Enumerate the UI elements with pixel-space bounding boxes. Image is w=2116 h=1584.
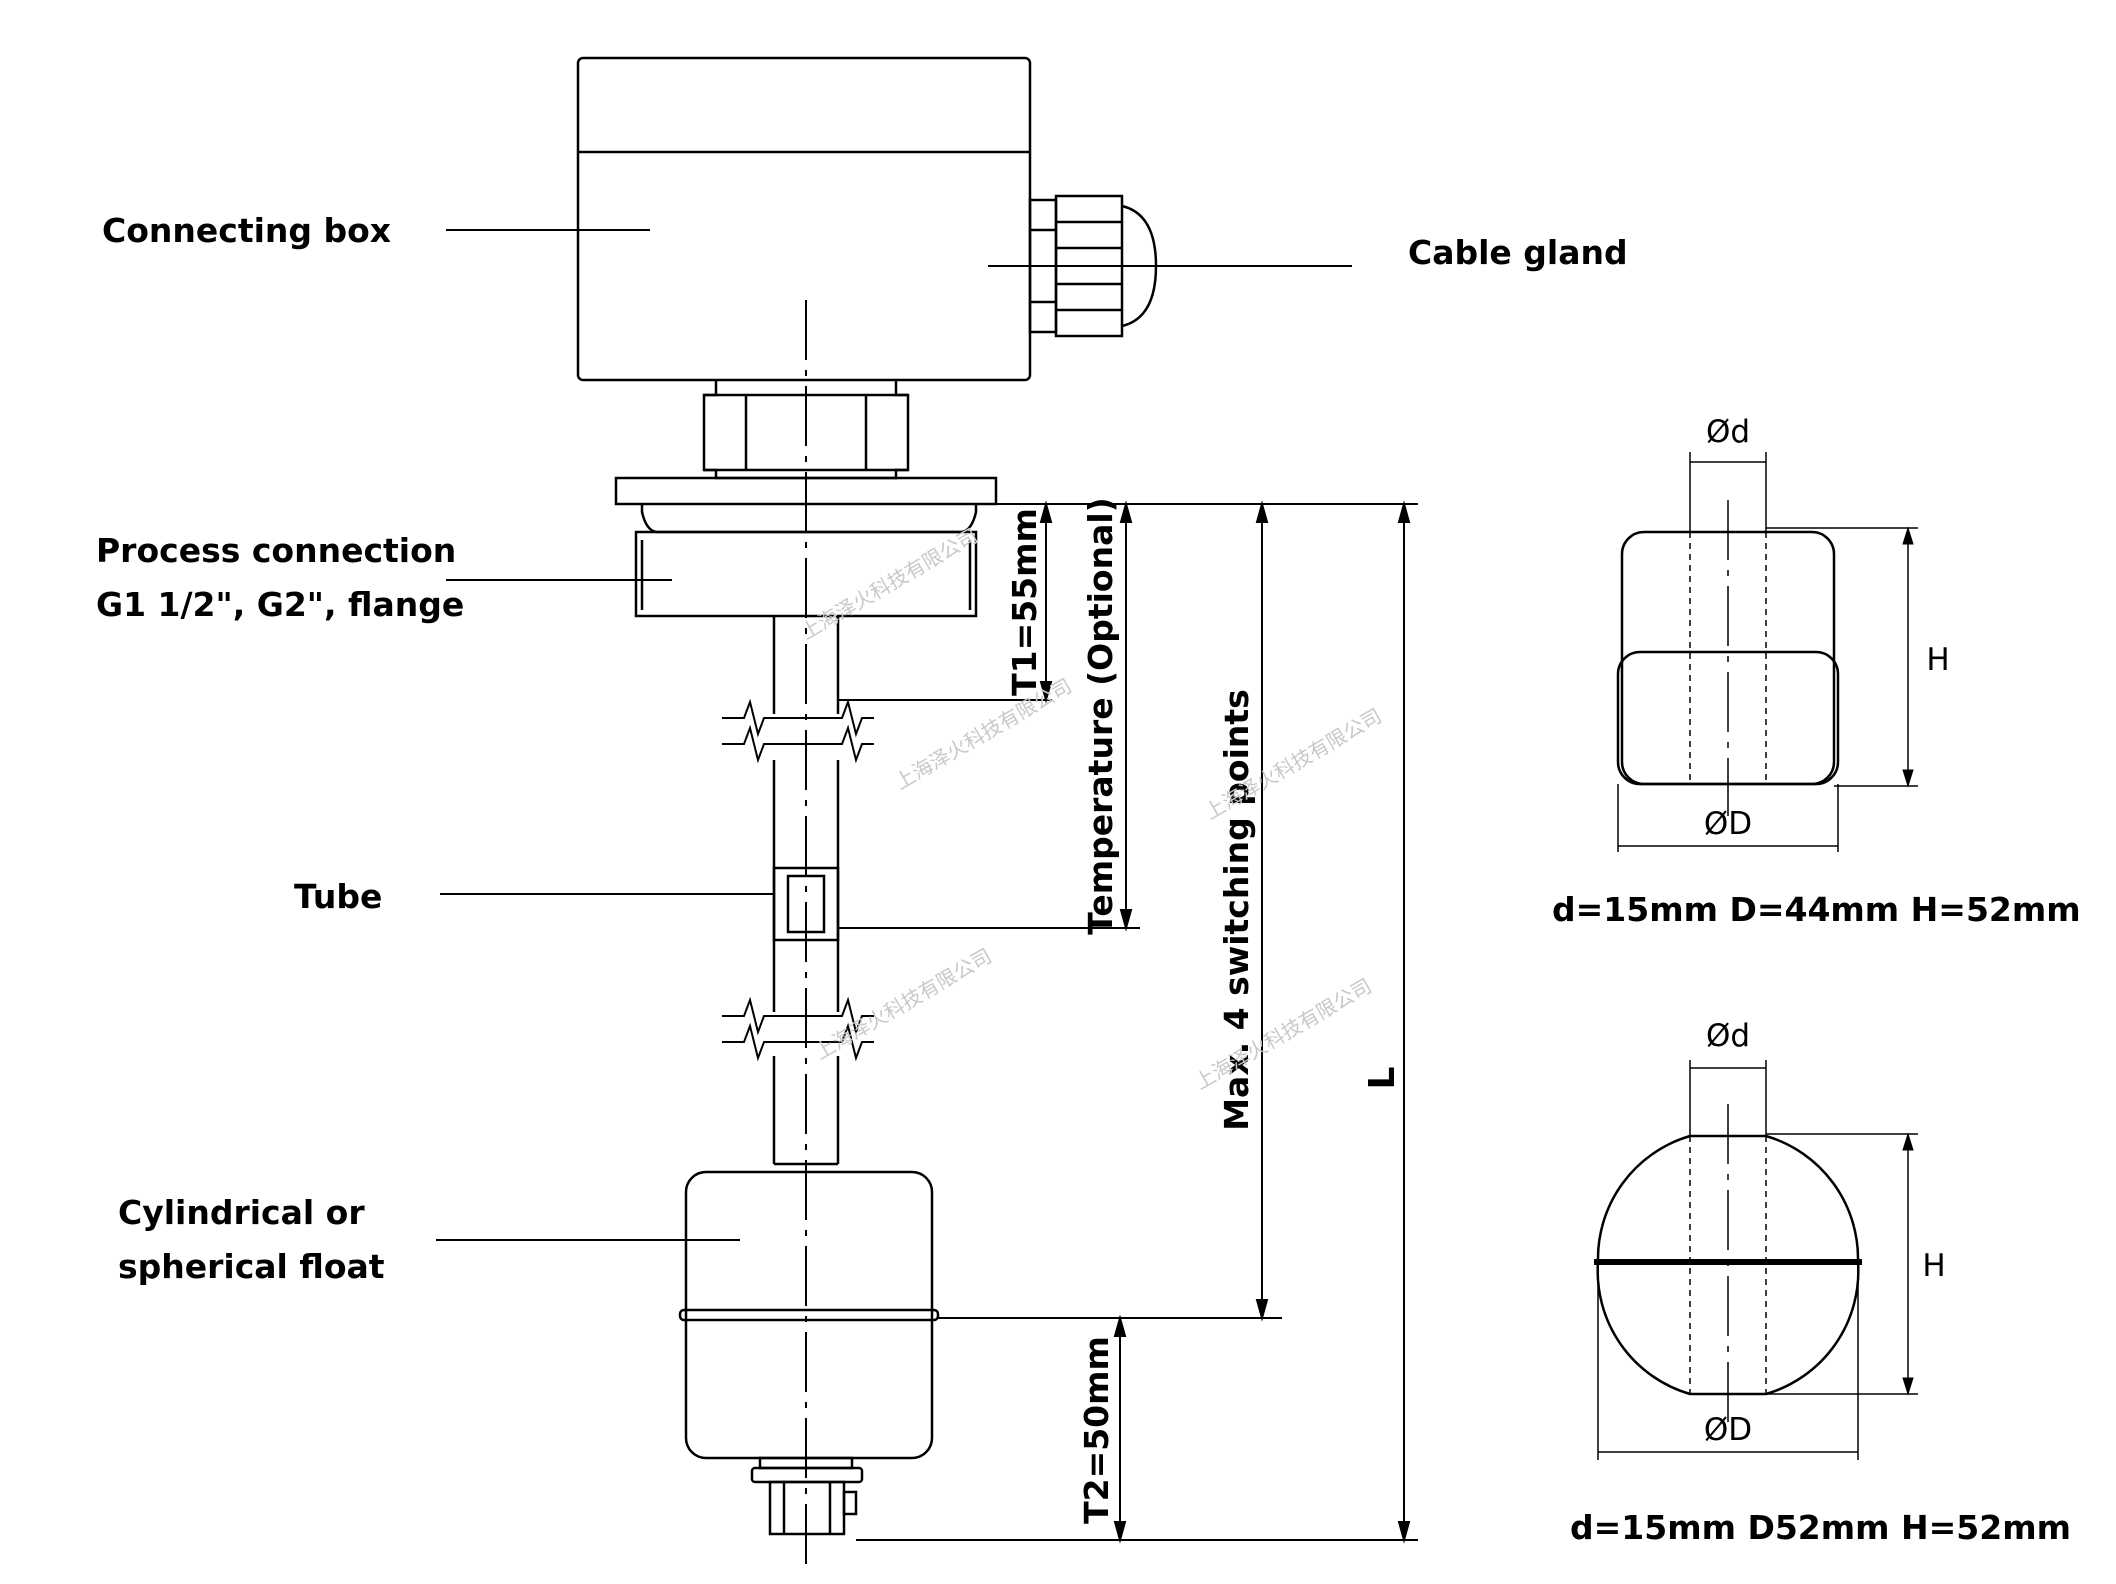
label-process-connection: Process connection G1 1/2", G2", flange [96, 531, 465, 625]
sph-D-label: ØD [1704, 1412, 1752, 1448]
callout-leaders [436, 229, 1352, 1241]
svg-text:上海泽火科技有限公司: 上海泽火科技有限公司 [797, 524, 982, 645]
sph-d-label: Ød [1706, 1018, 1750, 1054]
dim-t1 [838, 500, 1053, 704]
tube-break-upper [722, 698, 874, 764]
dim-t1-label: T1=55mm [1005, 508, 1044, 696]
svg-text:上海泽火科技有限公司: 上海泽火科技有限公司 [891, 674, 1076, 795]
cylindrical-float-spec: d=15mm D=44mm H=52mm [1552, 890, 2081, 929]
dim-temperature [838, 500, 1140, 932]
dim-t2-label: T2=50mm [1077, 1336, 1116, 1524]
connecting-box [576, 56, 1032, 382]
float-main [678, 1170, 940, 1460]
dim-l [856, 500, 1418, 1544]
tube-break-lower [722, 996, 874, 1062]
dim-switching-points [938, 500, 1282, 1322]
sph-H-label: H [1922, 1248, 1945, 1284]
label-float: Cylindrical or spherical float [118, 1193, 385, 1287]
label-connecting-box: Connecting box [102, 211, 392, 250]
dim-temperature-label: Temperature (Optional) [1081, 497, 1120, 935]
spherical-float-spec: d=15mm D52mm H=52mm [1570, 1508, 2071, 1547]
dim-t2 [1113, 1314, 1127, 1544]
dim-l-label: L [1362, 1067, 1403, 1090]
label-tube: Tube [294, 877, 383, 916]
cyl-H-label: H [1926, 642, 1949, 678]
detail-cylindrical-float [1616, 452, 1918, 852]
cyl-D-label: ØD [1704, 806, 1752, 842]
label-cable-gland: Cable gland [1408, 233, 1628, 272]
cyl-d-label: Ød [1706, 414, 1750, 450]
dim-switching-points-label: Max. 4 switching points [1217, 689, 1256, 1131]
detail-spherical-float [1594, 1060, 1918, 1460]
